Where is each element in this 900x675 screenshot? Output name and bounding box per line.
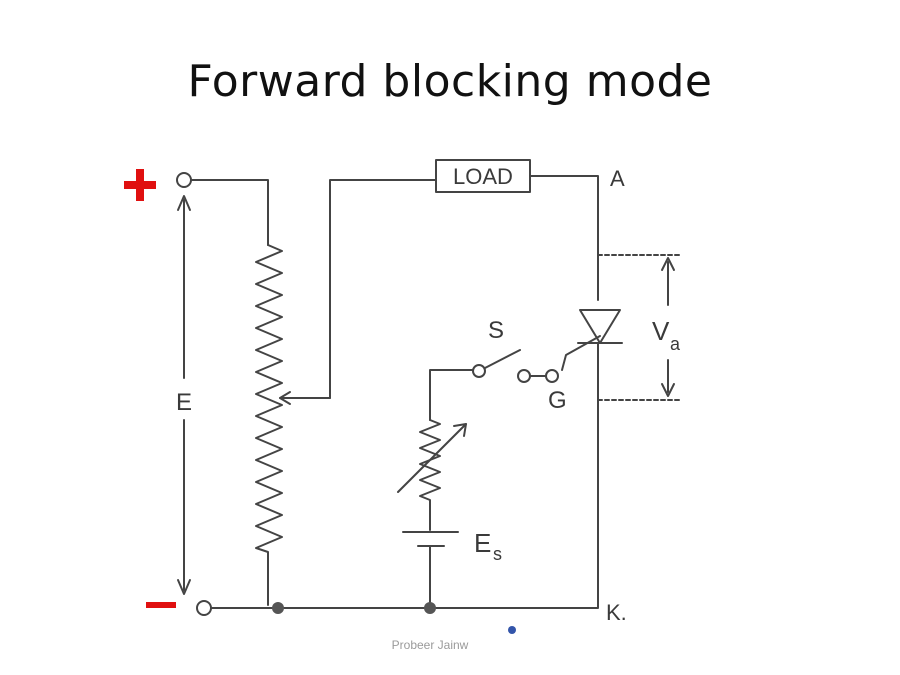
rheostat-arrowhead [453, 423, 467, 437]
wire-wiper-to-load [329, 179, 437, 399]
corner-smudge [508, 626, 516, 634]
wire-cathode [519, 342, 599, 609]
junction-dot [424, 602, 436, 614]
gate-rheostat [419, 419, 441, 531]
gate-supply-subscript: s [493, 544, 502, 564]
anode-label: A [610, 166, 625, 191]
footer-text: Probeer Jainw [391, 638, 469, 652]
load-label: LOAD [453, 164, 513, 189]
rheostat-arrow [397, 423, 467, 493]
switch-blade [484, 349, 521, 369]
positive-terminal [176, 172, 192, 188]
junction-dot [272, 602, 284, 614]
cathode-label: K. [606, 600, 627, 625]
supply-arrowhead-bottom [177, 579, 191, 595]
gate-label: G [548, 387, 567, 414]
supply-arrowhead-top [177, 195, 191, 211]
potentiometer [255, 244, 283, 606]
wiper-arrowhead [279, 391, 291, 405]
gate-terminal [545, 369, 559, 383]
anode-voltage-subscript: a [670, 334, 681, 354]
switch-contact-left [472, 364, 486, 378]
va-arrowhead-bottom [661, 383, 675, 397]
gate-lead [561, 335, 601, 371]
positive-terminal-marker [124, 169, 156, 201]
switch-contact-right [517, 369, 531, 383]
thyristor-triangle [579, 309, 621, 344]
anode-voltage-label: V [652, 316, 670, 346]
va-arrowhead-top [661, 257, 675, 271]
slide-title: Forward blocking mode [187, 56, 713, 107]
negative-terminal-marker [146, 602, 176, 608]
negative-terminal [196, 600, 212, 616]
wire-top-left [189, 179, 269, 246]
gate-supply-label: E [474, 528, 491, 558]
switch-label: S [488, 317, 504, 344]
wire-switch-to-rheostat [429, 369, 475, 421]
wire-load-to-anode [529, 175, 599, 301]
supply-label: E [176, 389, 192, 416]
